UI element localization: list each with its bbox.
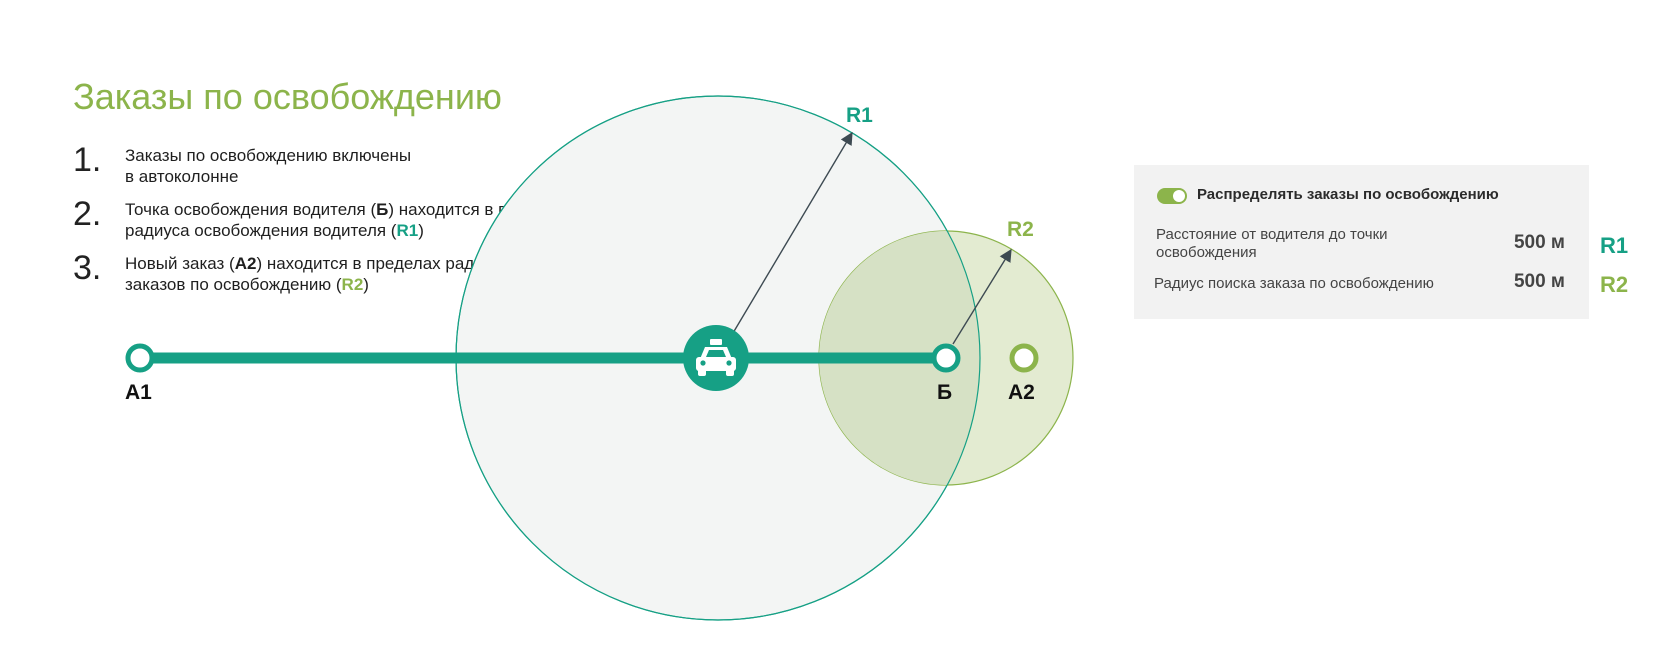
steps-list: 1. Заказы по освобождению включены в авт… (73, 141, 633, 305)
step-text: Заказы по освобождению включены в автоко… (125, 145, 645, 187)
step-text-line: в автоколонне (125, 167, 239, 186)
point-a2-label: A2 (1008, 381, 1035, 404)
point-b-label: Б (937, 381, 952, 404)
step-radius-tag-r1: R1 (396, 221, 419, 240)
search-radius-value[interactable]: 500 м (1513, 271, 1565, 292)
step-item-1: 1. Заказы по освобождению включены в авт… (73, 141, 633, 197)
page-title: Заказы по освобождению (73, 76, 502, 117)
point-a1-label: A1 (125, 381, 152, 404)
radius-arrow-r2 (952, 248, 1012, 345)
point-a1-marker (125, 343, 155, 373)
step-text: Точка освобождения водителя (Б) находитс… (125, 199, 645, 241)
distribute-orders-toggle[interactable] (1157, 188, 1187, 204)
toggle-label: Распределять заказы по освобождению (1197, 186, 1499, 203)
step-text-fragment: Точка освобождения водителя ( (125, 200, 377, 219)
step-item-2: 2. Точка освобождения водителя (Б) наход… (73, 195, 633, 251)
step-number: 3. (73, 249, 102, 287)
driver-distance-value[interactable]: 500 м (1513, 232, 1565, 253)
step-text-fragment: заказов по освобождению ( (125, 275, 342, 294)
settings-panel: Распределять заказы по освобождению Расс… (1134, 165, 1589, 319)
step-text: Новый заказ (A2) находится в пределах ра… (125, 253, 645, 295)
search-radius-label: Радиус поиска заказа по освобождению (1154, 275, 1484, 293)
step-point-ref: A2 (234, 254, 257, 273)
panel-tag-r2: R2 (1600, 272, 1629, 297)
driver-distance-label-line: Расстояние от водителя до точки (1156, 226, 1388, 243)
step-text-fragment: Новый заказ ( (125, 254, 235, 273)
step-text-fragment: ) находится в пределах радиуса поиска (256, 254, 569, 273)
point-b-marker (931, 343, 961, 373)
toggle-knob (1173, 190, 1185, 202)
taxi-car-icon (683, 325, 749, 391)
radius-arrow-r1 (732, 131, 853, 334)
radius-label-r2: R2 (1007, 218, 1034, 241)
step-item-3: 3. Новый заказ (A2) находится в пределах… (73, 249, 633, 305)
step-text-fragment: ) находится в пределах (388, 200, 573, 219)
step-radius-tag-r2: R2 (341, 275, 364, 294)
step-number: 2. (73, 195, 102, 233)
step-text-fragment: ) (363, 275, 369, 294)
step-text-line: Заказы по освобождению включены (125, 146, 412, 165)
panel-tag-r1: R1 (1600, 233, 1629, 258)
radius-label-r1: R1 (846, 104, 873, 127)
driver-distance-label: Расстояние от водителя до точки освобожд… (1156, 226, 1436, 262)
search-radius-label-line: Радиус поиска заказа по освобождению (1154, 275, 1434, 292)
radius-circle-r2 (818, 230, 1074, 486)
driver-distance-label-line: освобождения (1156, 244, 1257, 261)
point-a2-marker (1009, 343, 1039, 373)
step-number: 1. (73, 141, 102, 179)
radius-overlap (819, 231, 980, 485)
step-text-fragment: радиуса освобождения водителя ( (125, 221, 397, 240)
step-point-ref: Б (376, 200, 389, 219)
step-text-fragment: ) (418, 221, 424, 240)
